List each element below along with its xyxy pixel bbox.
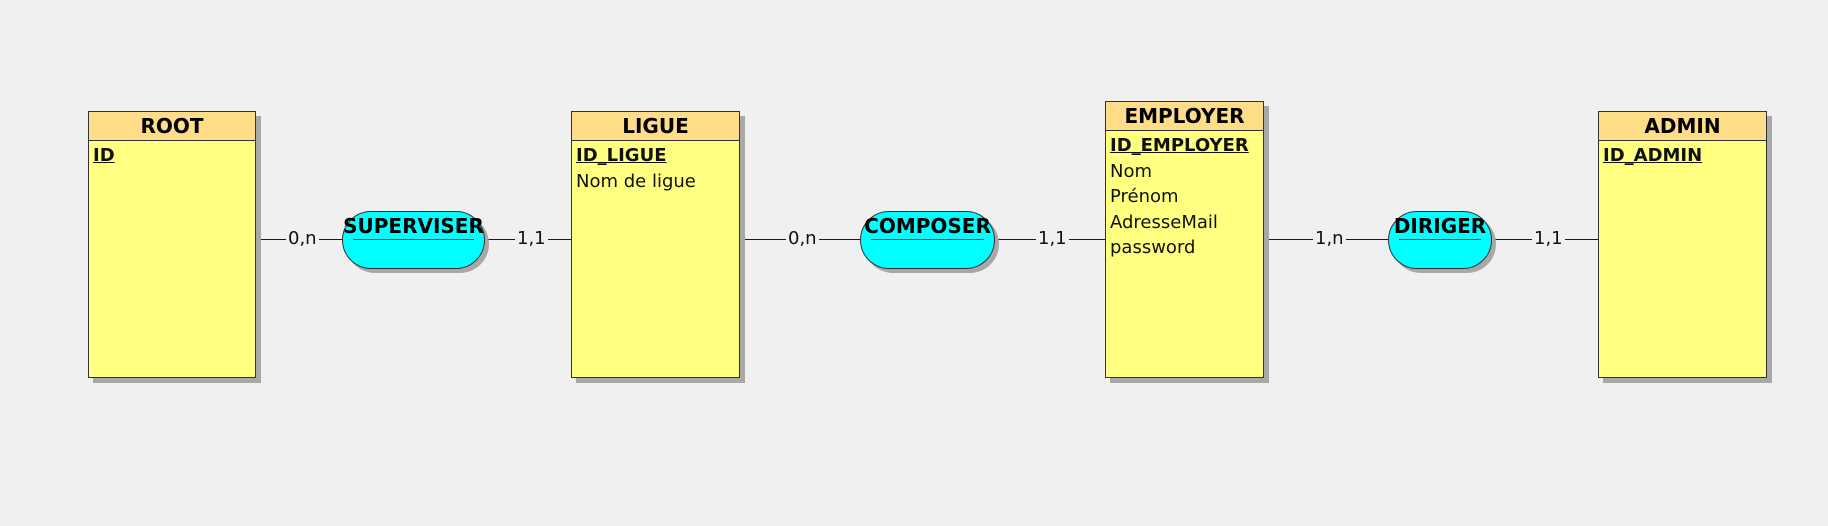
attribute-prenom: Prénom bbox=[1110, 186, 1179, 207]
attribute-id: ID bbox=[93, 145, 115, 166]
association-diriger-divider bbox=[1399, 239, 1481, 240]
entity-root[interactable]: ROOT ID bbox=[88, 111, 256, 378]
attribute-nom-de-ligue: Nom de ligue bbox=[576, 170, 696, 192]
cardinality-superviser-ligue: 1,1 bbox=[515, 228, 548, 249]
association-diriger-label: DIRIGER bbox=[1393, 214, 1487, 238]
entity-ligue-attributes: ID_LIGUE Nom de ligue bbox=[572, 141, 739, 194]
cardinality-ligue-composer: 0,n bbox=[786, 228, 819, 249]
cardinality-employer-diriger: 1,n bbox=[1313, 228, 1346, 249]
association-superviser-divider bbox=[353, 239, 474, 240]
entity-employer[interactable]: EMPLOYER ID_EMPLOYER Nom Prénom AdresseM… bbox=[1105, 101, 1264, 378]
association-composer[interactable]: COMPOSER bbox=[860, 211, 995, 269]
attribute-id-admin: ID_ADMIN bbox=[1603, 145, 1703, 166]
entity-root-title: ROOT bbox=[89, 112, 255, 141]
association-composer-divider bbox=[871, 239, 984, 240]
attribute-password: password bbox=[1110, 237, 1196, 258]
attribute-id-ligue: ID_LIGUE bbox=[576, 145, 667, 166]
association-superviser-label: SUPERVISER bbox=[343, 214, 484, 238]
attribute-id-employer: ID_EMPLOYER bbox=[1110, 135, 1249, 156]
attribute-nom: Nom bbox=[1110, 160, 1153, 182]
entity-ligue[interactable]: LIGUE ID_LIGUE Nom de ligue bbox=[571, 111, 740, 378]
attribute-adressemail: AdresseMail bbox=[1110, 211, 1218, 233]
association-superviser[interactable]: SUPERVISER bbox=[342, 211, 485, 269]
entity-ligue-title: LIGUE bbox=[572, 112, 739, 141]
association-diriger[interactable]: DIRIGER bbox=[1388, 211, 1492, 269]
entity-admin-title: ADMIN bbox=[1599, 112, 1766, 141]
entity-admin[interactable]: ADMIN ID_ADMIN bbox=[1598, 111, 1767, 378]
entity-employer-title: EMPLOYER bbox=[1106, 102, 1263, 131]
cardinality-composer-employer: 1,1 bbox=[1036, 228, 1069, 249]
entity-employer-attributes: ID_EMPLOYER Nom Prénom AdresseMail passw… bbox=[1106, 131, 1263, 261]
cardinality-root-superviser: 0,n bbox=[286, 228, 319, 249]
association-composer-label: COMPOSER bbox=[864, 214, 991, 238]
cardinality-diriger-admin: 1,1 bbox=[1532, 228, 1565, 249]
entity-admin-attributes: ID_ADMIN bbox=[1599, 141, 1766, 169]
entity-root-attributes: ID bbox=[89, 141, 255, 169]
